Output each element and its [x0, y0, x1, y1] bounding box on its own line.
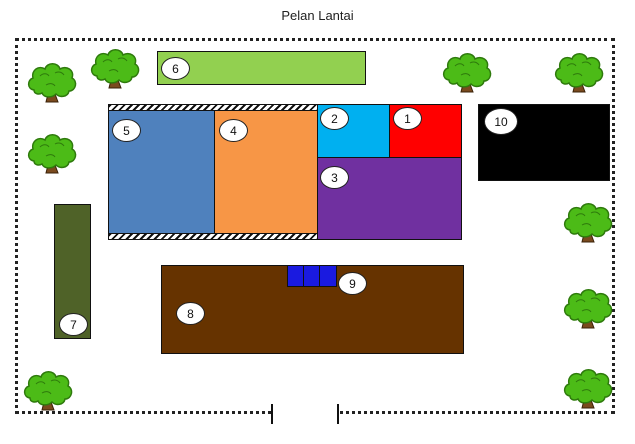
zone-2-label: 2	[320, 107, 349, 130]
zone-10-label: 10	[484, 108, 518, 135]
zone-3-label: 3	[320, 166, 349, 189]
zone-6-label: 6	[161, 57, 190, 80]
zone-8-label: 8	[176, 302, 205, 325]
zone-4[interactable]	[214, 110, 318, 234]
tree-icon	[563, 289, 613, 329]
zone-6[interactable]	[157, 51, 366, 85]
hatched-strip-bottom	[108, 233, 318, 240]
gate-post-left	[271, 404, 273, 424]
page-title: Pelan Lantai	[281, 8, 354, 23]
zone-9-label: 9	[338, 272, 367, 295]
zone-4-label: 4	[219, 119, 248, 142]
tree-icon	[563, 203, 613, 243]
zone-9-block-c[interactable]	[319, 265, 337, 287]
zone-1-label: 1	[393, 107, 422, 130]
tree-icon	[442, 53, 492, 93]
tree-icon	[554, 53, 604, 93]
gate-post-right	[337, 404, 339, 424]
tree-icon	[563, 369, 613, 409]
tree-icon	[27, 134, 77, 174]
zone-7-label: 7	[59, 313, 88, 336]
entrance-gap	[272, 405, 338, 419]
zone-5-label: 5	[112, 119, 141, 142]
tree-icon	[23, 371, 73, 411]
tree-icon	[90, 49, 140, 89]
tree-icon	[27, 63, 77, 103]
